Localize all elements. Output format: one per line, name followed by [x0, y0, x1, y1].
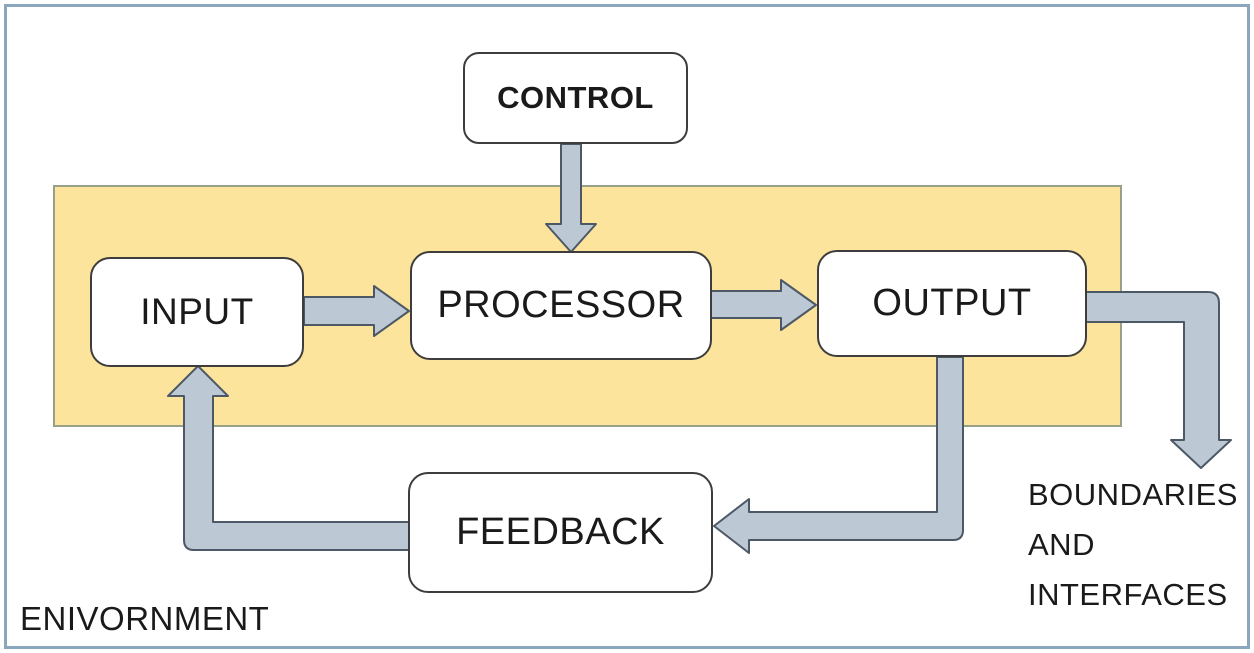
processor-node: PROCESSOR — [410, 251, 712, 360]
output-node: OUTPUT — [817, 250, 1087, 357]
feedback-node: FEEDBACK — [408, 472, 713, 593]
input-node: INPUT — [90, 257, 304, 367]
input-label: INPUT — [140, 291, 254, 332]
control-label: CONTROL — [497, 80, 654, 115]
boundaries-line1: BOUNDARIES — [1028, 477, 1238, 512]
boundaries-line3: INTERFACES — [1028, 577, 1228, 612]
processor-label: PROCESSOR — [437, 284, 685, 326]
arrow-feedback-to-input — [167, 365, 410, 551]
arrow-input-to-processor — [303, 285, 410, 337]
arrow-control-to-processor — [545, 143, 597, 253]
arrow-processor-to-output — [710, 279, 817, 331]
boundaries-and-interfaces-label: BOUNDARIES AND INTERFACES — [1028, 470, 1238, 620]
boundaries-line2: AND — [1028, 527, 1095, 562]
output-label: OUTPUT — [872, 282, 1032, 324]
environment-label: ENIVORNMENT — [20, 600, 270, 637]
arrow-output-to-boundaries — [1085, 291, 1232, 469]
control-node: CONTROL — [463, 52, 688, 144]
feedback-label: FEEDBACK — [456, 511, 665, 553]
arrow-output-to-feedback — [713, 356, 964, 554]
